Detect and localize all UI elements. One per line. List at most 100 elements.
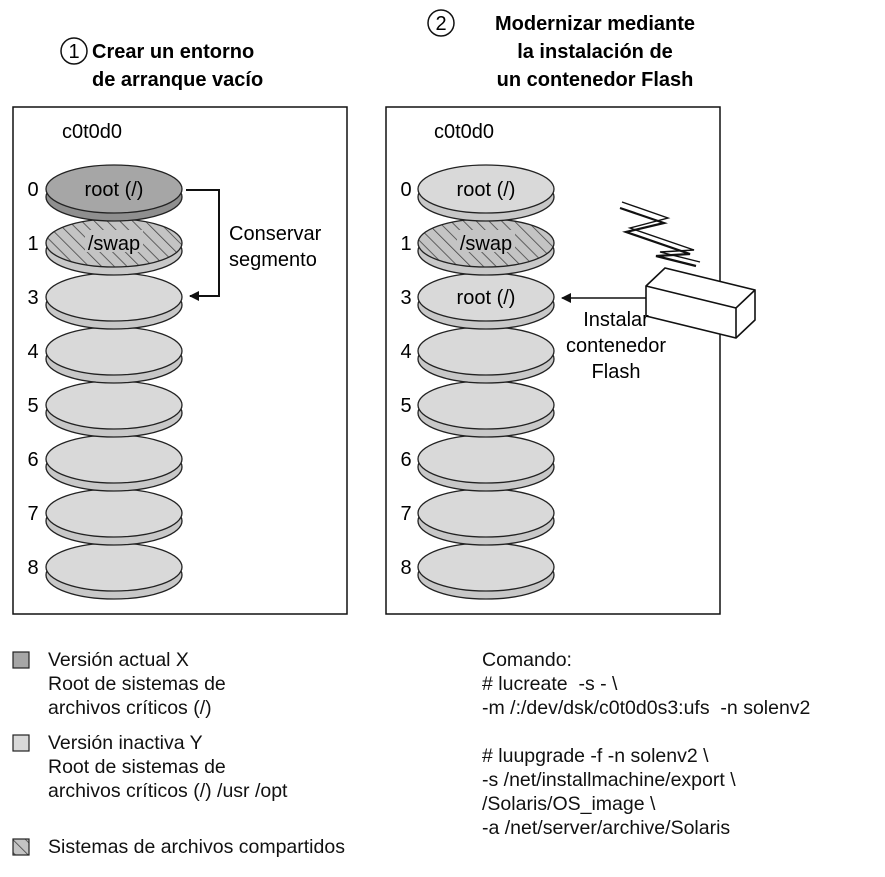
slice-4: 4: [27, 326, 183, 384]
slice-0-disc: [417, 164, 555, 214]
slice-1-label: /swap: [88, 233, 140, 255]
install-flash-label-line-1: Instalar: [583, 309, 649, 331]
slice-3: root (/) 3: [400, 272, 555, 330]
slice-4: 4: [400, 326, 555, 384]
slice-0-label: root (/): [85, 179, 144, 201]
panel-1-frame: [12, 106, 348, 615]
panel-2-frame: [385, 106, 721, 615]
slice-5-disc: [45, 380, 183, 430]
panel-2-title: 2 Modernizar mediante la instalación de …: [427, 9, 695, 91]
step-1-number: 1: [68, 41, 79, 63]
slice-3-disc: [45, 272, 183, 322]
slice-6: 6: [400, 434, 555, 492]
slice-number-5: 5: [400, 395, 411, 417]
slice-number-6: 6: [400, 449, 411, 471]
slice-number-5: 5: [27, 395, 38, 417]
slice-4-disc: [45, 326, 183, 376]
legend-inactive-line-2: Root de sistemas de: [48, 756, 226, 778]
slice-3-label: root (/): [457, 287, 516, 309]
command-heading: Comando:: [482, 649, 572, 671]
panel-2-title-line-2: la instalación de: [517, 41, 673, 63]
slice-number-8: 8: [400, 557, 411, 579]
command-line-7: -a /net/server/archive/Solaris: [482, 817, 731, 839]
panel-1-title-line-1: Crear un entorno: [92, 41, 254, 63]
slice-8: 8: [400, 542, 555, 600]
slice-1: /swap 1: [27, 218, 183, 276]
command-line-4: # luupgrade -f -n solenv2 \: [482, 745, 709, 767]
legend-current-line-1: Versión actual X: [48, 649, 189, 671]
slice-0: root (/) 0: [400, 164, 555, 222]
install-flash-label-line-3: Flash: [592, 361, 641, 383]
step-1-circle: [60, 37, 88, 65]
legend-swatch-shared: [12, 838, 30, 856]
command-line-1: # lucreate -s - \: [482, 673, 618, 695]
panel-2-title-line-1: Modernizar mediante: [495, 13, 695, 35]
slice-8: 8: [27, 542, 183, 600]
slice-number-4: 4: [27, 341, 38, 363]
panel-2-disk-label: c0t0d0: [434, 121, 494, 143]
preserve-slice-arrow: [186, 189, 220, 301]
command-line-6: /Solaris/OS_image \: [482, 793, 656, 815]
slice-0-disc: [45, 164, 183, 214]
slice-0-label: root (/): [457, 179, 516, 201]
flash-archive-icon: [645, 267, 756, 339]
slice-6-disc: [45, 434, 183, 484]
slice-number-3: 3: [27, 287, 38, 309]
legend-inactive-line-3: archivos críticos (/) /usr /opt: [48, 780, 288, 802]
slice-7: 7: [400, 488, 555, 546]
command-block: Comando: # lucreate -s - \ -m /:/dev/dsk…: [482, 648, 810, 840]
legend-current-line-3: archivos críticos (/): [48, 697, 212, 719]
panel-1-disk-label: c0t0d0: [62, 121, 122, 143]
preserve-slice-label-line-2: segmento: [229, 249, 317, 271]
slice-number-8: 8: [27, 557, 38, 579]
slice-8-disc: [45, 542, 183, 592]
legend-current-line-2: Root de sistemas de: [48, 673, 226, 695]
slice-1-label: /swap: [460, 233, 512, 255]
legend-inactive-line-1: Versión inactiva Y: [48, 732, 203, 754]
slice-number-0: 0: [27, 179, 38, 201]
slice-7: 7: [27, 488, 183, 546]
legend-swatch-inactive: [12, 734, 30, 752]
slice-1-label-bg: [457, 230, 515, 252]
legend-current: Versión actual X Root de sistemas de arc…: [48, 648, 226, 720]
legend-inactive: Versión inactiva Y Root de sistemas de a…: [48, 731, 287, 803]
slice-number-1: 1: [27, 233, 38, 255]
install-flash-label-line-2: contenedor: [566, 335, 666, 357]
preserve-slice-label-line-1: Conservar: [229, 223, 322, 245]
panel-1-slice-stack: 8 7 6 5 4 3/swap 1 root (/) 0: [27, 164, 183, 600]
slice-5: 5: [27, 380, 183, 438]
slice-number-4: 4: [400, 341, 411, 363]
slice-7-disc: [45, 488, 183, 538]
slice-5: 5: [400, 380, 555, 438]
lightning-bolt-icon: [619, 201, 701, 268]
legend-shared: Sistemas de archivos compartidos: [48, 835, 345, 859]
slice-number-0: 0: [400, 179, 411, 201]
legend-shared-line-1: Sistemas de archivos compartidos: [48, 836, 345, 858]
slice-6: 6: [27, 434, 183, 492]
command-line-5: -s /net/installmachine/export \: [482, 769, 736, 791]
slice-number-3: 3: [400, 287, 411, 309]
slice-8-disc: [417, 542, 555, 592]
slice-4-disc: [417, 326, 555, 376]
slice-0: root (/) 0: [27, 164, 183, 222]
slice-3: 3: [27, 272, 183, 330]
slice-1-label-bg: [85, 230, 143, 252]
slice-number-7: 7: [400, 503, 411, 525]
panel-2-title-line-3: un contenedor Flash: [497, 69, 694, 91]
legend-swatch-current: [12, 651, 30, 669]
step-2-circle: [427, 9, 455, 37]
slice-7-disc: [417, 488, 555, 538]
slice-number-7: 7: [27, 503, 38, 525]
step-2-number: 2: [435, 13, 446, 35]
slice-number-6: 6: [27, 449, 38, 471]
command-line-3: [482, 720, 810, 744]
slice-number-1: 1: [400, 233, 411, 255]
panel-1-title-line-2: de arranque vacío: [92, 69, 263, 91]
slice-1: /swap 1: [400, 218, 555, 276]
panel-2-slice-stack: 8 7 6 5 4 root (/) 3/swap 1 root (/) 0: [400, 164, 555, 600]
command-line-2: -m /:/dev/dsk/c0t0d0s3:ufs -n solenv2: [482, 697, 811, 719]
panel-1-title: 1 Crear un entorno de arranque vacío: [60, 37, 263, 91]
slice-5-disc: [417, 380, 555, 430]
slice-6-disc: [417, 434, 555, 484]
